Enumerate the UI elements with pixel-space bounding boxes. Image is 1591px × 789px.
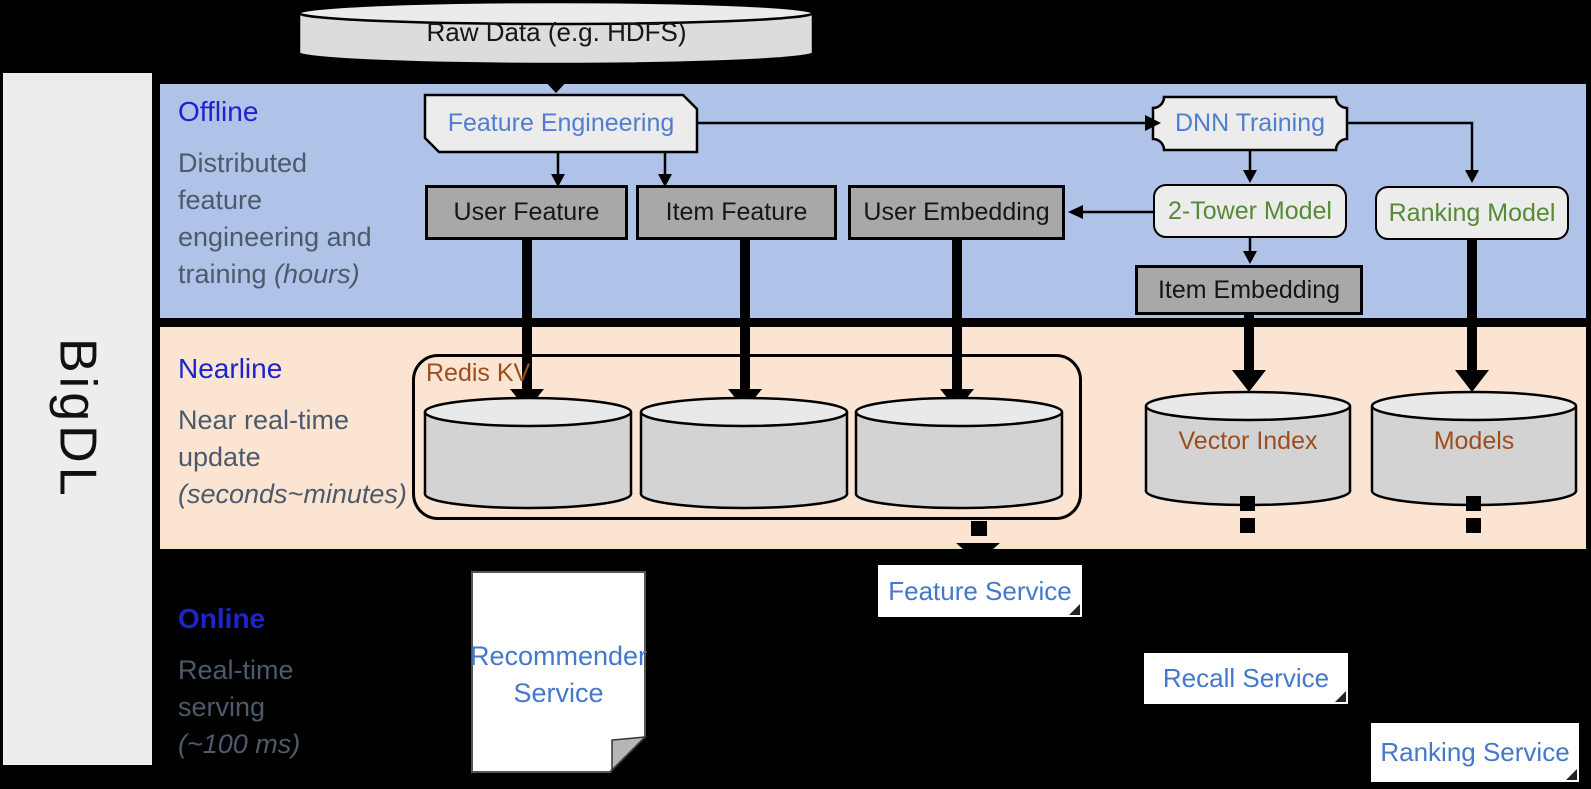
- feature-engineering-label: Feature Engineering: [447, 109, 675, 137]
- models-cylinder: [1370, 390, 1578, 507]
- arrow-fe-to-dnn: [697, 115, 1161, 131]
- arrow-dnn-to-ranking-model: [1347, 121, 1479, 183]
- arrow-fe-to-user-feature: [551, 152, 565, 187]
- ranking-service-box: Ranking Service: [1371, 723, 1579, 782]
- arrow-rawdata-to-fe: [542, 64, 570, 93]
- ranking-model-box: Ranking Model: [1375, 186, 1569, 240]
- offline-desc-line4-italic: (hours): [274, 259, 360, 289]
- offline-section-labels: Offline Distributed feature engineering …: [178, 93, 438, 293]
- vector-index-cylinder: [1144, 390, 1352, 507]
- kv-cylinder-2: [639, 396, 849, 510]
- user-feature-box: User Feature: [425, 185, 628, 240]
- arrow-ranking-model-to-models: [1455, 239, 1489, 392]
- dashed-connectors: [956, 496, 1481, 562]
- nearline-section-labels: Nearline Near real-time update (seconds~…: [178, 350, 438, 513]
- two-tower-model-box: 2-Tower Model: [1153, 184, 1347, 238]
- online-desc-line1: Real-time: [178, 655, 294, 685]
- offline-title: Offline: [178, 96, 259, 127]
- thick-arrows: [510, 239, 1489, 410]
- brand-logo-text: BigDL: [48, 338, 107, 500]
- recommender-label-line1: Recommender: [469, 641, 648, 671]
- item-feature-box: Item Feature: [636, 185, 837, 240]
- recommender-label-line2: Service: [513, 678, 604, 708]
- kv-cylinder-3: [854, 396, 1064, 510]
- kv-cylinder-1: [423, 396, 633, 510]
- dashed-line-models-to-ranking: [1466, 496, 1481, 533]
- offline-desc-line2: feature: [178, 185, 263, 215]
- feature-engineering-shape: [423, 93, 699, 154]
- nearline-desc-line1: Near real-time: [178, 405, 350, 435]
- offline-desc-line4: training: [178, 259, 275, 289]
- recommender-service-document: [471, 571, 647, 773]
- online-section-labels: Online Real-time serving (~100 ms): [178, 600, 438, 763]
- user-embedding-box: User Embedding: [848, 185, 1065, 240]
- online-desc-line2: serving: [178, 692, 266, 722]
- item-embedding-box: Item Embedding: [1135, 265, 1363, 315]
- dnn-training-label: DNN Training: [1174, 109, 1326, 137]
- offline-desc-line1: Distributed: [178, 148, 308, 178]
- offline-desc-line3: engineering and: [178, 222, 372, 252]
- thin-arrows: [551, 115, 1479, 264]
- raw-data-label: Raw Data (e.g. HDFS): [426, 16, 687, 47]
- nearline-desc-line2: update: [178, 442, 261, 472]
- nearline-desc-line3-italic: (seconds~minutes): [178, 479, 407, 509]
- dnn-training-shape: [1151, 95, 1349, 152]
- vector-index-label: Vector Index: [1178, 426, 1318, 455]
- raw-data-cylinder: [297, 0, 815, 66]
- feature-service-box: Feature Service: [878, 565, 1082, 617]
- arrow-two-tower-to-item-embedding: [1243, 238, 1257, 264]
- nearline-title: Nearline: [178, 353, 283, 384]
- redis-kv-container: [412, 354, 1082, 520]
- arrow-two-tower-to-user-embedding: [1068, 205, 1153, 219]
- recall-service-box: Recall Service: [1144, 653, 1348, 704]
- sidebar-brand-bar: BigDL: [3, 73, 152, 765]
- dashed-arrow-kv-to-feature-service: [956, 521, 1000, 562]
- arrow-dnn-to-two-tower: [1243, 150, 1257, 183]
- online-desc-line3-italic: (~100 ms): [178, 729, 301, 759]
- redis-kv-label: Redis KV: [426, 359, 531, 387]
- models-label: Models: [1433, 426, 1515, 455]
- nearline-band-bottom-edge: [160, 545, 1586, 549]
- dashed-line-vector-index-to-recall: [1240, 496, 1255, 533]
- recommender-service-label: Recommender Service: [469, 638, 648, 712]
- online-title: Online: [178, 603, 266, 634]
- arrow-item-embedding-to-vector-index: [1232, 314, 1266, 392]
- arrow-fe-to-item-feature: [658, 152, 672, 187]
